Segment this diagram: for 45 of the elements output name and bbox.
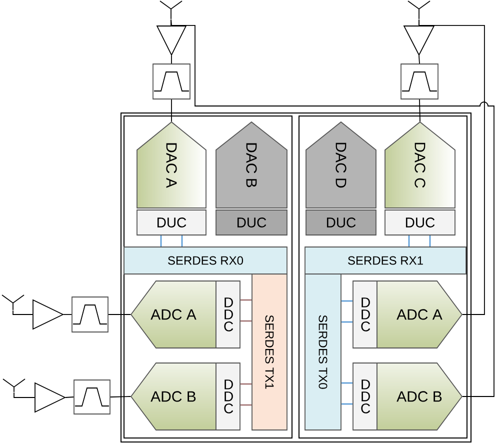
block: DUC — [216, 210, 288, 236]
filter-symbol — [152, 64, 190, 100]
connector — [63, 314, 72, 315]
ddc-block: D D C — [216, 362, 240, 430]
connector — [240, 404, 252, 406]
chip-outline — [124, 116, 292, 438]
block: SERDES TX0 — [304, 274, 342, 430]
block: SERDES RX0 — [124, 246, 288, 274]
connector — [160, 235, 162, 247]
ddc-block: D D C — [352, 280, 378, 348]
block: DUC — [306, 210, 376, 236]
dac-block: DAC A — [136, 121, 206, 208]
antenna-symbol — [408, 0, 430, 20]
connector — [65, 396, 74, 398]
ddc-block: D D C — [352, 362, 378, 430]
connector — [240, 320, 252, 322]
connector — [110, 396, 131, 398]
filter-symbol — [74, 380, 110, 414]
antenna-symbol — [2, 294, 24, 310]
dac-block: DAC D — [306, 121, 376, 208]
connector — [171, 55, 172, 64]
connector — [408, 235, 410, 247]
connector — [14, 392, 35, 398]
connector — [341, 382, 353, 384]
chip-outline — [120, 112, 472, 442]
connector — [419, 99, 420, 122]
connector — [418, 55, 420, 64]
filter-symbol — [400, 64, 438, 100]
block: DUC — [136, 210, 206, 236]
ddc-block: D D C — [216, 280, 240, 348]
antenna-symbol — [160, 0, 182, 20]
connector — [171, 99, 172, 122]
dac-block: DAC C — [384, 121, 456, 208]
connector — [170, 19, 494, 397]
chip-outline — [298, 116, 468, 438]
filter-symbol — [72, 296, 108, 332]
block: DUC — [384, 210, 456, 236]
connector — [12, 310, 33, 315]
connector — [418, 19, 485, 315]
antenna-symbol — [2, 378, 26, 392]
dac-block: DAC B — [216, 121, 288, 208]
block: SERDES RX1 — [304, 246, 466, 274]
connector — [108, 314, 131, 315]
block: SERDES TX1 — [252, 274, 288, 430]
connector — [341, 300, 353, 302]
